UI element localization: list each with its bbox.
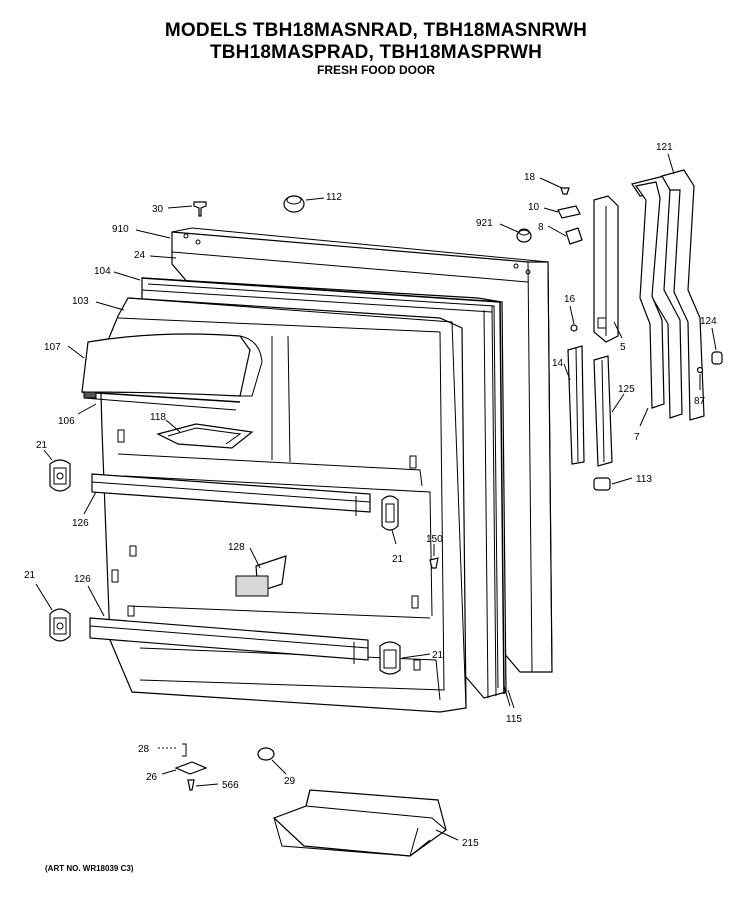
screw-30 — [193, 201, 207, 217]
handle-trim-right — [593, 355, 613, 467]
part-label-113: 113 — [636, 474, 652, 485]
leader-lines — [35, 153, 717, 841]
part-label-14: 14 — [552, 358, 564, 369]
part-label-112: 112 — [326, 192, 342, 203]
part-label-18: 18 — [524, 172, 536, 183]
part-number-labels: 30 112 910 24 104 103 107 106 118 21 126… — [24, 142, 717, 849]
part-label-566: 566 — [222, 780, 239, 791]
art-number: (ART NO. WR18039 C3) — [45, 864, 134, 873]
door-bin — [272, 789, 447, 857]
part-label-21d: 21 — [432, 650, 444, 661]
part-label-921: 921 — [476, 218, 493, 229]
part-label-150: 150 — [426, 534, 443, 545]
part-label-28: 28 — [138, 744, 150, 755]
cap-29 — [257, 747, 275, 761]
part-label-24: 24 — [134, 250, 146, 261]
part-label-106: 106 — [58, 416, 75, 427]
screw-16 — [570, 324, 578, 332]
part-label-125: 125 — [618, 384, 635, 395]
part-label-7: 7 — [634, 432, 640, 443]
part-label-126b: 126 — [74, 574, 91, 585]
screw-87 — [696, 366, 704, 374]
shelf-end-cap-left-upper — [49, 459, 71, 492]
part-label-87: 87 — [694, 396, 706, 407]
part-label-128: 128 — [228, 542, 245, 553]
part-label-29: 29 — [284, 776, 296, 787]
bracket-10 — [557, 205, 581, 219]
part-label-124: 124 — [700, 316, 717, 327]
part-label-107: 107 — [44, 342, 61, 353]
clip-28 — [182, 743, 187, 757]
bracket-26 — [174, 761, 208, 775]
part-label-26: 26 — [146, 772, 158, 783]
part-label-103: 103 — [72, 296, 89, 307]
part-label-16: 16 — [564, 294, 576, 305]
part-label-21c: 21 — [24, 570, 36, 581]
diagram-title-models-line1: MODELS TBH18MASNRAD, TBH18MASNRWH — [164, 20, 588, 41]
part-label-21a: 21 — [36, 440, 48, 451]
handle-trim-left — [567, 345, 585, 465]
shelf-bar-lower — [89, 617, 369, 664]
hinge-bracket — [593, 195, 619, 343]
part-label-8: 8 — [538, 222, 544, 233]
part-label-115: 115 — [506, 714, 522, 725]
dairy-compartment-door — [81, 333, 263, 411]
plug-112 — [283, 195, 305, 213]
shelf-end-cap-left-lower — [49, 608, 71, 642]
part-label-215: 215 — [462, 838, 479, 849]
cap-124 — [711, 351, 723, 365]
part-label-910: 910 — [112, 224, 129, 235]
part-label-30: 30 — [152, 204, 164, 215]
part-label-121: 121 — [656, 142, 673, 153]
door-handle — [631, 169, 705, 421]
shelf-bar-upper — [91, 473, 371, 516]
screw-566 — [187, 779, 195, 791]
part-label-104: 104 — [94, 266, 111, 277]
diagram-title-models-line2: TBH18MASPRAD, TBH18MASPRWH — [209, 42, 543, 63]
part-label-5: 5 — [620, 342, 626, 353]
plug-921 — [516, 228, 532, 243]
part-label-126a: 126 — [72, 518, 89, 529]
screw-150 — [429, 557, 439, 569]
shelf-end-cap-right-lower — [379, 641, 401, 675]
screw-18 — [560, 187, 570, 195]
butter-tray — [156, 423, 254, 449]
part-label-10: 10 — [528, 202, 540, 213]
door-label-plate — [235, 555, 287, 597]
cap-113 — [593, 477, 611, 491]
bushing-8 — [565, 227, 583, 245]
gasket-strip — [503, 685, 511, 707]
part-label-21b: 21 — [392, 554, 404, 565]
shelf-end-cap-right-upper — [381, 495, 399, 531]
diagram-subtitle: FRESH FOOD DOOR — [316, 63, 435, 77]
part-label-118: 118 — [150, 412, 166, 423]
